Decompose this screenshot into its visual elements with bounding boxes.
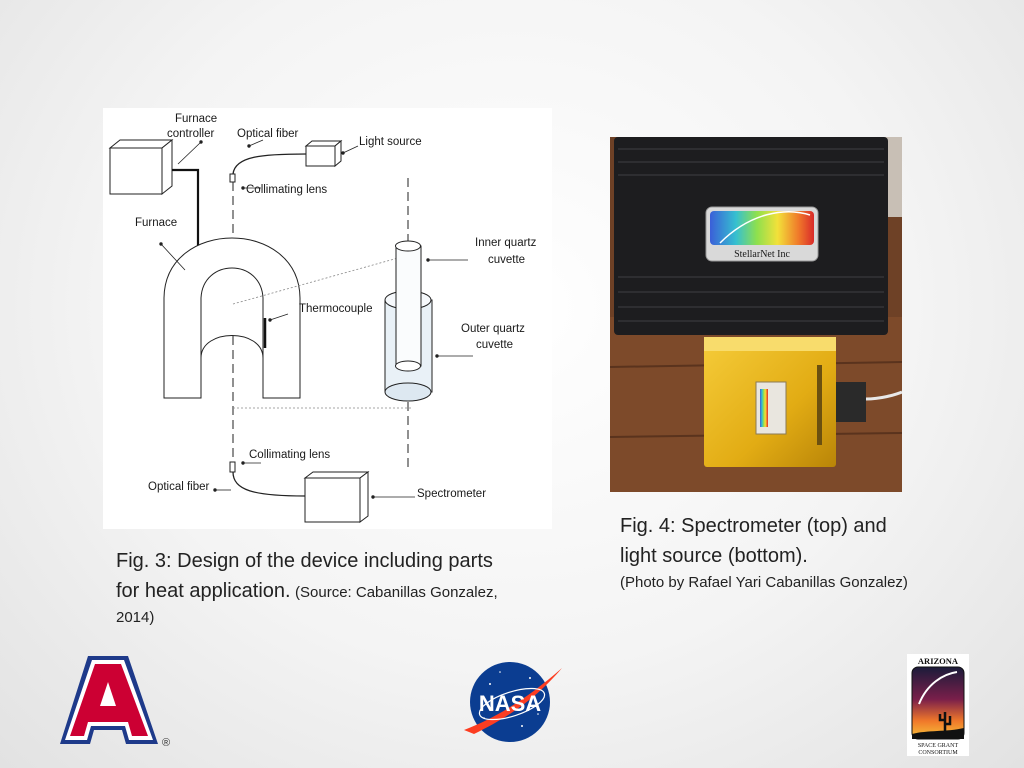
device-diagram: Furnace controller Optical fiber Light s… <box>103 108 552 529</box>
university-of-arizona-logo: ® <box>58 654 174 750</box>
nasa-logo: NASA <box>460 656 566 746</box>
fig3-caption-source: (Source: Cabanillas Gonzalez, 2014) <box>116 584 498 626</box>
device-diagram-svg: Furnace controller Optical fiber Light s… <box>108 113 537 523</box>
label-thermocouple: Thermocouple <box>299 303 373 315</box>
arizona-space-grant-logo: ARIZONA SPACE GRANT CONSORTIUM <box>907 654 969 756</box>
equipment-photo: StellarNet Inc <box>610 137 902 492</box>
label-optical-fiber-bottom: Optical fiber <box>148 481 210 493</box>
asgc-logo-svg: ARIZONA SPACE GRANT CONSORTIUM <box>907 654 969 756</box>
label-collimating-lens-top: Collimating lens <box>246 184 327 196</box>
label-inner-cuvette-1: Inner quartz <box>475 237 537 249</box>
light-source-device <box>704 337 902 467</box>
stellarnet-label: StellarNet Inc <box>734 249 790 260</box>
registered-mark: ® <box>162 737 170 749</box>
label-light-source: Light source <box>359 136 422 148</box>
label-inner-cuvette-2: cuvette <box>488 254 525 266</box>
label-outer-cuvette-2: cuvette <box>476 339 513 351</box>
cuvettes <box>384 240 433 402</box>
fig4-caption-credit: (Photo by Rafael Yari Cabanillas Gonzale… <box>620 574 908 591</box>
spectrometer-box <box>303 471 370 523</box>
furnace-shape <box>163 237 301 399</box>
fig4-caption-main: Fig. 4: Spectrometer (top) and light sou… <box>620 515 887 567</box>
label-collimating-lens-bottom: Collimating lens <box>249 449 330 461</box>
fig3-caption-main: Fig. 3: Design of the device including p… <box>116 550 493 602</box>
label-optical-fiber-top: Optical fiber <box>237 128 299 140</box>
fig4-caption: Fig. 4: Spectrometer (top) and light sou… <box>620 511 920 595</box>
label-furnace-controller-2: controller <box>167 128 214 140</box>
asgc-bottom-text-1: SPACE GRANT <box>918 743 959 749</box>
asgc-top-text: ARIZONA <box>918 656 959 666</box>
nasa-logo-svg: NASA <box>464 662 562 742</box>
nasa-text: NASA <box>479 691 541 716</box>
label-furnace: Furnace <box>135 217 177 229</box>
label-outer-cuvette-1: Outer quartz <box>461 323 525 335</box>
spectrometer-device: StellarNet Inc <box>614 137 888 335</box>
ua-logo-svg: ® <box>60 656 170 749</box>
fig3-caption: Fig. 3: Design of the device including p… <box>116 546 516 630</box>
light-source-box <box>304 139 343 168</box>
equipment-photo-svg: StellarNet Inc <box>610 137 902 492</box>
asgc-bottom-text-2: CONSORTIUM <box>918 750 958 756</box>
label-furnace-controller-1: Furnace <box>175 113 217 125</box>
furnace-controller-box <box>108 138 174 196</box>
label-spectrometer: Spectrometer <box>417 488 486 500</box>
